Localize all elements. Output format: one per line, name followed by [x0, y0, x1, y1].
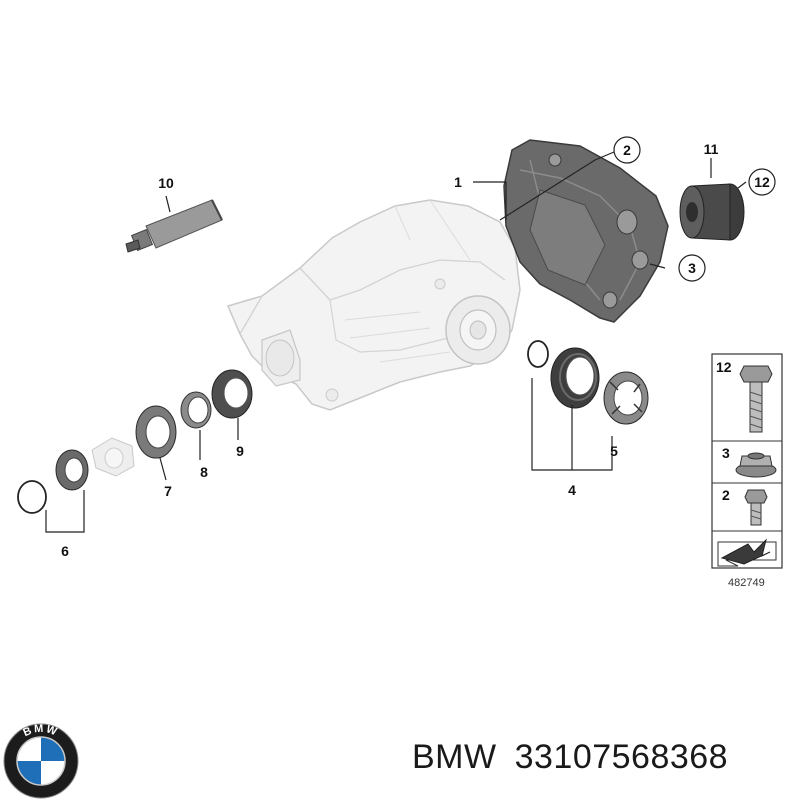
callout-5: 5: [610, 443, 618, 459]
callout-7: 7: [164, 483, 172, 499]
callout-circle-2: [613, 136, 641, 164]
flange-nut-icon: [735, 452, 777, 478]
callout-2: 2: [623, 142, 631, 158]
callout-11: 11: [704, 141, 719, 157]
callout-circle-3: [678, 254, 706, 282]
rubber-mount-part-11: [679, 183, 745, 241]
part-number: 33107568368: [514, 738, 729, 776]
direction-arrow-icon: [717, 538, 777, 567]
bolt-icon: [739, 365, 773, 433]
callout-circle-12: [748, 168, 776, 196]
fastener-legend: 12 3 2: [711, 353, 783, 569]
bearing-part-6: [55, 449, 89, 491]
callout-6: 6: [61, 543, 69, 559]
circlip-part-6: [17, 480, 47, 514]
callout-1: 1: [454, 174, 462, 190]
legend-label-2: 2: [722, 487, 730, 503]
brand-name: BMW: [412, 738, 497, 776]
callout-4: 4: [568, 482, 576, 498]
part-caption: BMW 33107568368: [412, 738, 728, 777]
o-ring-part-4a: [527, 340, 549, 368]
bearing-part-5: [603, 371, 649, 425]
legend-label-3: 3: [722, 445, 730, 461]
callout-8: 8: [200, 464, 208, 480]
rear-cover-part-1: [503, 139, 669, 323]
sealant-tube-part-10: [125, 199, 223, 253]
svg-text:BMW: BMW: [21, 723, 60, 739]
diagram-number: 482749: [728, 577, 765, 589]
spacer-ring-part-8: [180, 391, 212, 429]
shaft-seal-part-4: [550, 347, 600, 409]
shaft-seal-part-9: [211, 369, 253, 419]
callout-10: 10: [158, 175, 174, 191]
callout-3: 3: [688, 260, 696, 276]
leader-lines: [45, 151, 747, 533]
differential-housing: [226, 199, 521, 411]
callout-12: 12: [754, 174, 770, 190]
washer-part-7: [135, 405, 177, 459]
legend-label-12: 12: [716, 359, 732, 375]
callout-9: 9: [236, 443, 244, 459]
bmw-logo-icon: BMW: [3, 723, 79, 799]
flange-ghost: [91, 437, 135, 477]
short-bolt-icon: [744, 489, 768, 526]
